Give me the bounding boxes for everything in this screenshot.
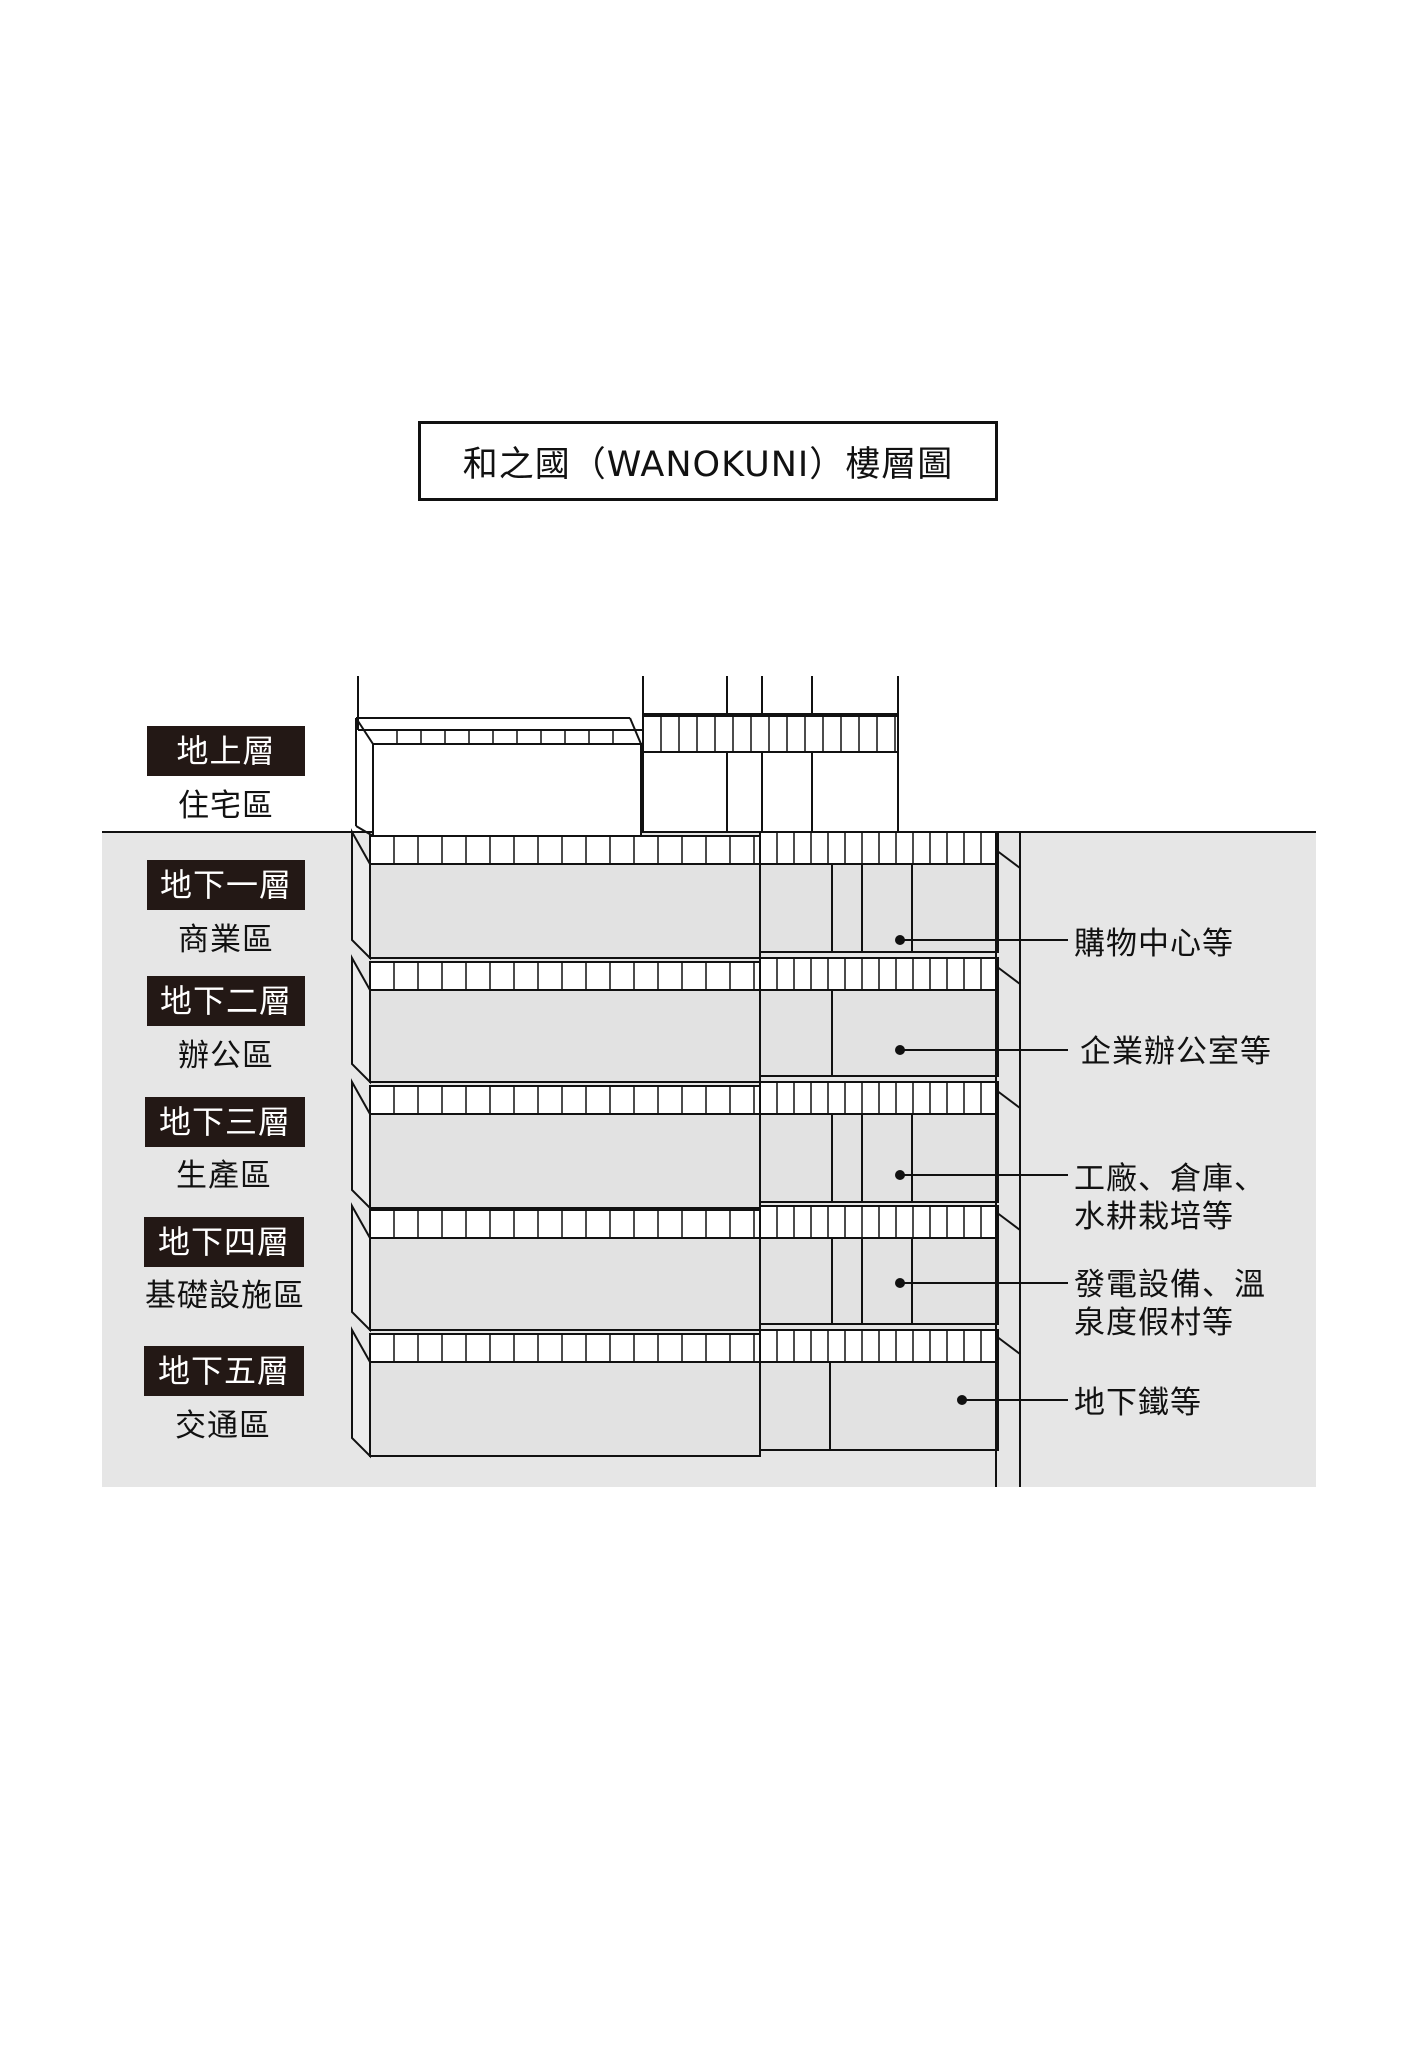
- shaft-brace: [995, 1211, 1021, 1231]
- core-room-1: [759, 863, 999, 953]
- floor-slab-4: [369, 1237, 761, 1331]
- level-tag-b1: 地下一層: [147, 860, 305, 910]
- level-zone-b4: 基礎設施區: [145, 1278, 305, 1314]
- core-room-5: [759, 1361, 999, 1451]
- level-tag-b5: 地下五層: [144, 1346, 304, 1396]
- callout-b2: 企業辦公室等: [1080, 1033, 1272, 1071]
- level-tag-b2: 地下二層: [147, 976, 305, 1026]
- floor-rib-strip-3: [369, 1085, 761, 1115]
- floor-bevel-1: [351, 828, 371, 961]
- residential-box-edge: [629, 717, 642, 745]
- shaft-brace: [995, 965, 1021, 985]
- floor-rib-strip-4: [369, 1209, 761, 1239]
- level-zone-b1: 商業區: [178, 922, 274, 958]
- floor-bevel-3: [351, 1078, 371, 1211]
- residential-box: [372, 743, 642, 837]
- floor-bevel-4: [351, 1202, 371, 1333]
- callout-b1: 購物中心等: [1074, 925, 1234, 963]
- floor-bevel-2: [351, 954, 371, 1085]
- shaft-brace: [995, 1089, 1021, 1109]
- shaft-brace: [995, 849, 1021, 869]
- callout-b4: 發電設備、溫 泉度假村等: [1074, 1266, 1266, 1342]
- level-zone-b3: 生產區: [176, 1158, 272, 1194]
- callout-b5-text: 地下鐵等: [1074, 1385, 1202, 1421]
- callout-b4-line2: 泉度假村等: [1074, 1305, 1234, 1341]
- floor-bevel-5: [351, 1326, 371, 1459]
- floor-slab-3: [369, 1113, 761, 1209]
- level-zone-b2: 辦公區: [178, 1038, 274, 1074]
- core-room-2: [759, 989, 999, 1077]
- floor-slab-2: [369, 989, 761, 1083]
- callout-b3-line2: 水耕栽培等: [1074, 1199, 1234, 1235]
- core-room-3: [759, 1113, 999, 1203]
- residential-box-edge: [355, 825, 374, 837]
- level-zone-ground: 住宅區: [178, 788, 274, 824]
- callout-b2-text: 企業辦公室等: [1080, 1034, 1272, 1070]
- level-tag-b4: 地下四層: [144, 1217, 304, 1267]
- diagram-title: 和之國（WANOKUNI）樓層圖: [418, 421, 998, 501]
- level-zone-b5: 交通區: [175, 1408, 271, 1444]
- residential-box-edge: [355, 717, 374, 745]
- callout-b4-line1: 發電設備、溫: [1074, 1267, 1266, 1303]
- tower-band-strip: [642, 715, 899, 753]
- floor-rib-strip-1: [369, 835, 761, 865]
- callout-b1-text: 購物中心等: [1074, 926, 1234, 962]
- floor-slab-1: [369, 863, 761, 959]
- shaft-brace: [995, 1335, 1021, 1355]
- callout-b5: 地下鐵等: [1074, 1384, 1202, 1422]
- floor-slab-5: [369, 1361, 761, 1457]
- floor-rib-strip-5: [369, 1333, 761, 1363]
- callout-b3: 工廠、倉庫、 水耕栽培等: [1074, 1160, 1266, 1236]
- core-room-4: [759, 1237, 999, 1325]
- floor-rib-strip-2: [369, 961, 761, 991]
- callout-b3-line1: 工廠、倉庫、: [1074, 1161, 1266, 1197]
- level-tag-ground: 地上層: [147, 726, 305, 776]
- level-tag-b3: 地下三層: [145, 1097, 305, 1147]
